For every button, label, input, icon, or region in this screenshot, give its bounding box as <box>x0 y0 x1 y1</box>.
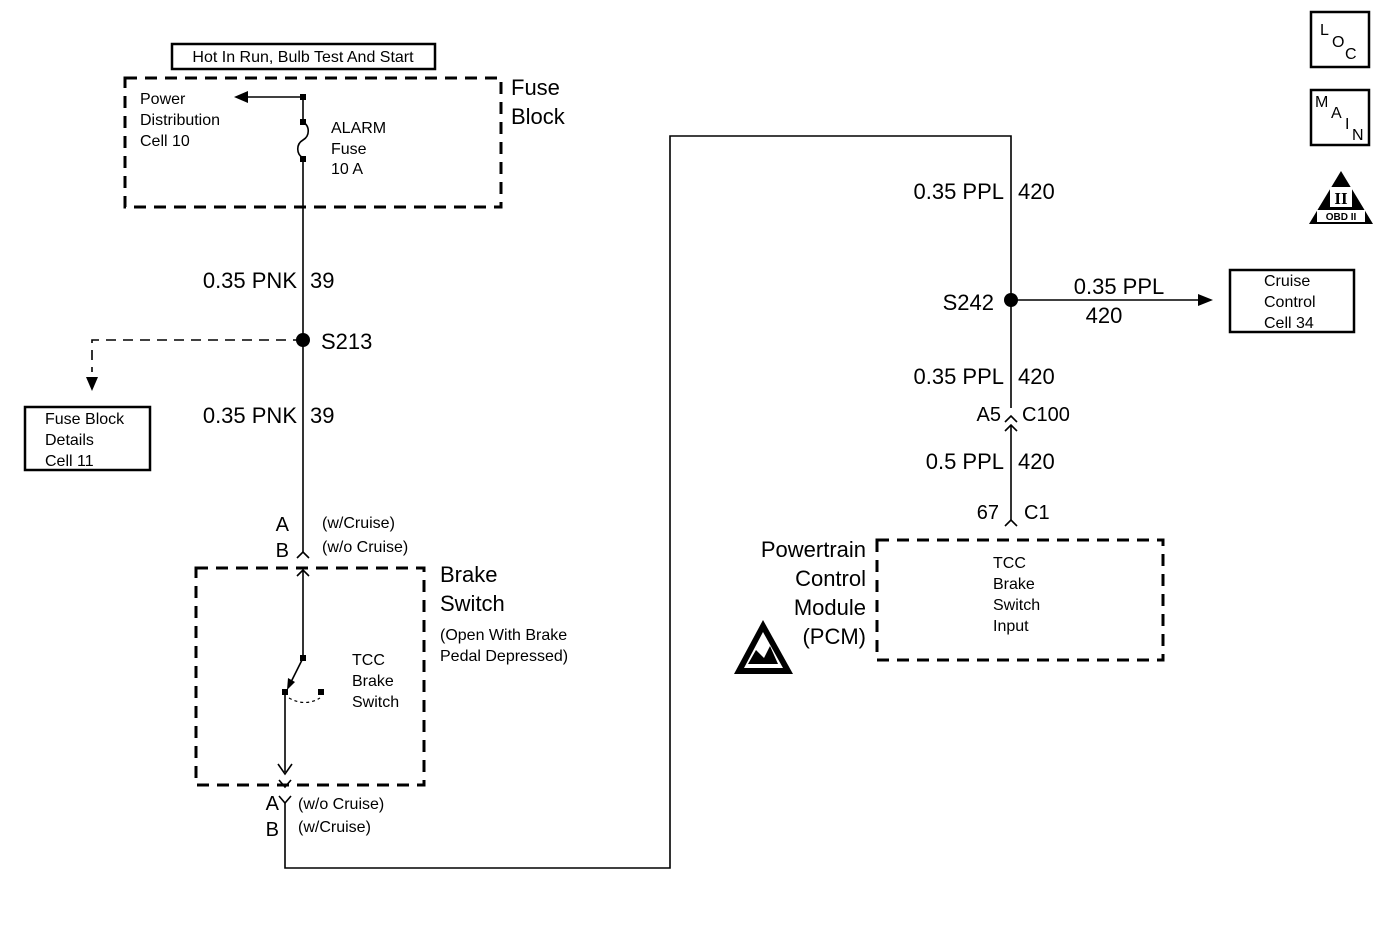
brake-switch-note-2: Pedal Depressed) <box>440 648 568 665</box>
pcm-inner-2: Brake <box>993 576 1035 593</box>
svg-text:O: O <box>1332 34 1344 51</box>
c1-name: C1 <box>1024 502 1050 524</box>
header-label: Hot In Run, Bulb Test And Start <box>192 49 414 66</box>
wire-2-gauge: 0.35 PNK <box>203 403 297 428</box>
brake-switch-inner-1: TCC <box>352 652 385 669</box>
power-distribution-line-3: Cell 10 <box>140 133 190 150</box>
svg-text:L: L <box>1320 22 1329 39</box>
branch-wire-gauge: 0.35 PPL <box>1074 274 1165 299</box>
pcm-title-4: (PCM) <box>802 624 866 649</box>
brake-top-pin-a: A <box>276 514 290 536</box>
power-distribution-line-2: Distribution <box>140 112 220 129</box>
wire-420-loop <box>284 135 1012 869</box>
brake-top-note-a: (w/Cruise) <box>322 515 395 532</box>
loc-icon[interactable]: L O C <box>1309 10 1371 69</box>
fuse-block-details-box: Fuse Block Details Cell 11 <box>23 405 152 472</box>
svg-text:N: N <box>1352 127 1364 144</box>
fuse-icon <box>296 121 310 159</box>
brake-top-note-b: (w/o Cruise) <box>322 539 408 556</box>
splice-s242-label: S242 <box>943 290 994 315</box>
header-label-box: Hot In Run, Bulb Test And Start <box>170 42 437 71</box>
svg-text:A: A <box>1331 105 1342 122</box>
brake-top-pin-b: B <box>276 540 289 562</box>
svg-text:M: M <box>1315 94 1328 111</box>
svg-text:OBD II: OBD II <box>1326 212 1357 223</box>
fuse-word: Fuse <box>331 141 367 158</box>
wire-2-circuit: 39 <box>310 403 334 428</box>
right-wire-3-circuit: 420 <box>1018 449 1055 474</box>
brake-switch-inner-3: Switch <box>352 694 399 711</box>
branch-wire-circuit: 420 <box>1086 303 1123 328</box>
brake-switch-inner-2: Brake <box>352 673 394 690</box>
c1-pin: 67 <box>977 502 999 524</box>
fuse-block-details-line-1: Fuse Block <box>45 411 125 428</box>
connector-icon <box>278 779 292 789</box>
pcm-title-2: Control <box>795 566 866 591</box>
arrow-left-icon <box>234 91 248 103</box>
connector-icon <box>1004 414 1018 423</box>
switch-blade-icon <box>289 657 304 685</box>
svg-text:C: C <box>1345 46 1357 63</box>
wire-1-circuit: 39 <box>310 268 334 293</box>
right-wire-1-gauge: 0.35 PPL <box>913 179 1004 204</box>
brake-bottom-pin-b: B <box>266 819 279 841</box>
right-wire-1-circuit: 420 <box>1018 179 1055 204</box>
connector-icon <box>278 795 292 805</box>
fuse-name: ALARM <box>331 120 386 137</box>
arrow-down-icon <box>277 763 293 776</box>
fuse-rating: 10 A <box>331 161 363 178</box>
svg-text:II: II <box>1334 189 1348 208</box>
fuse-block-title-1: Fuse <box>511 75 560 100</box>
brake-switch-title-2: Switch <box>440 591 505 616</box>
brake-switch-note-1: (Open With Brake <box>440 627 567 644</box>
c100-name: C100 <box>1022 404 1070 426</box>
brake-bottom-pin-a: A <box>266 793 280 815</box>
cruise-control-box: Cruise Control Cell 34 <box>1228 268 1356 334</box>
pcm-title-1: Powertrain <box>761 537 866 562</box>
arrow-down-icon <box>86 377 98 391</box>
brake-bottom-note-a: (w/o Cruise) <box>298 796 384 813</box>
dashed-branch <box>91 339 303 372</box>
fuse-block: Fuse Block Power Distribution Cell 10 AL… <box>123 75 566 209</box>
main-icon[interactable]: M A I N <box>1309 88 1371 147</box>
brake-switch-title-1: Brake <box>440 562 497 587</box>
power-distribution-line-1: Power <box>140 91 186 108</box>
svg-text:I: I <box>1345 116 1349 133</box>
connector-icon <box>296 550 310 559</box>
brake-bottom-note-b: (w/Cruise) <box>298 819 371 836</box>
splice-s213-label: S213 <box>321 329 372 354</box>
cruise-control-line-3: Cell 34 <box>1264 315 1314 332</box>
cruise-control-line-1: Cruise <box>1264 273 1310 290</box>
brake-switch: Brake Switch (Open With Brake Pedal Depr… <box>194 562 568 787</box>
pcm-title-3: Module <box>794 595 866 620</box>
cruise-control-line-2: Control <box>1264 294 1316 311</box>
pcm-inner-3: Switch <box>993 597 1040 614</box>
esd-warning-icon <box>734 620 793 674</box>
pcm: Powertrain Control Module (PCM) TCC Brak… <box>734 537 1165 674</box>
wire-1-gauge: 0.35 PNK <box>203 268 297 293</box>
connector-icon <box>1004 518 1018 527</box>
right-wire-2-gauge: 0.35 PPL <box>913 364 1004 389</box>
fuse-block-details-line-2: Details <box>45 432 94 449</box>
arrow-right-icon <box>1198 294 1213 306</box>
right-wire-2-circuit: 420 <box>1018 364 1055 389</box>
fuse-block-title-2: Block <box>511 104 566 129</box>
pcm-inner-1: TCC <box>993 555 1026 572</box>
right-wire-3-gauge: 0.5 PPL <box>926 449 1004 474</box>
obd-ii-icon[interactable]: II OBD II <box>1309 171 1373 224</box>
pcm-inner-4: Input <box>993 618 1029 635</box>
c100-pin: A5 <box>977 404 1001 426</box>
fuse-block-details-line-3: Cell 11 <box>45 453 94 470</box>
